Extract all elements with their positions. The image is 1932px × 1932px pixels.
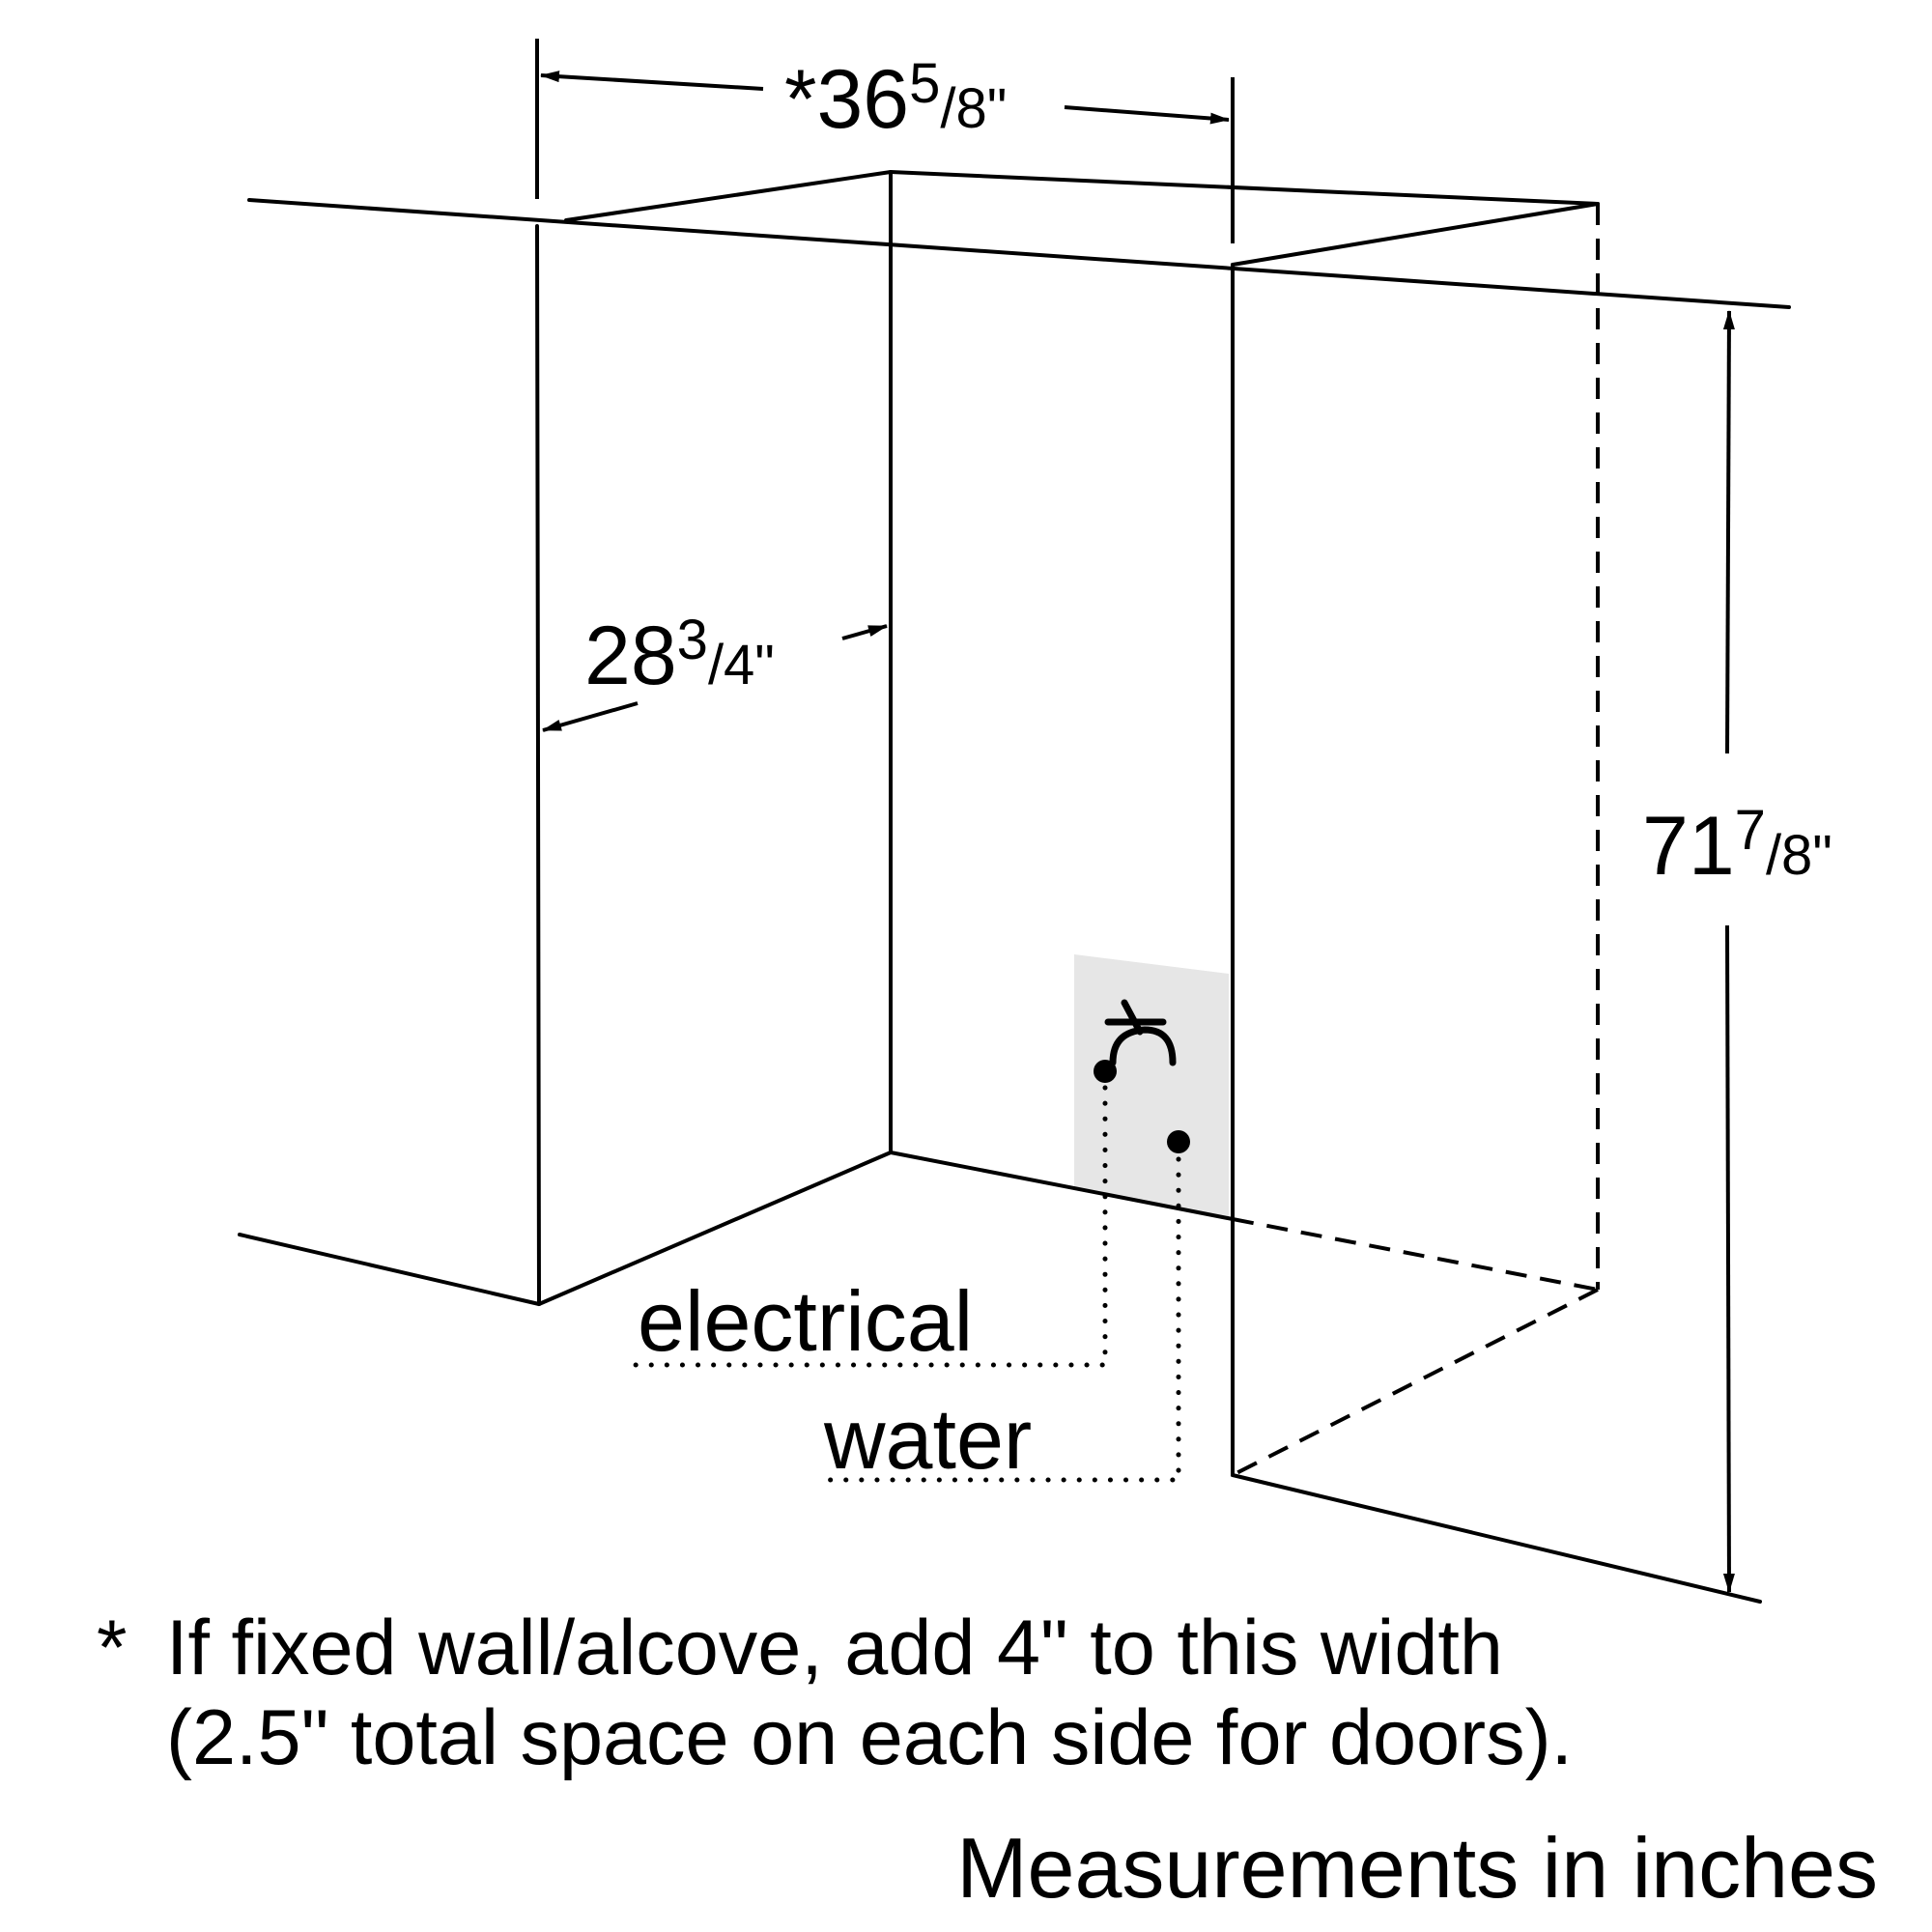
utility-leaders [620, 1085, 1181, 1483]
height-arrow-bottom [1722, 924, 1735, 1593]
bottom-right-floor [1231, 1473, 1762, 1604]
width-dimension [535, 39, 1235, 243]
depth-dimension-label: 283/4" [584, 609, 775, 702]
utility-panel [1074, 954, 1229, 1219]
height-dimension [1722, 310, 1735, 1593]
right-top-edge [1231, 202, 1600, 267]
depth-dimension [542, 624, 888, 732]
hidden-floor-right [1232, 1288, 1599, 1477]
alcove-outline [238, 170, 1791, 1604]
footnote-line-1: If fixed wall/alcove, add 4" to this wid… [166, 1605, 1503, 1691]
electrical-leader [620, 1085, 1108, 1368]
height-arrow-top [1722, 310, 1735, 754]
footnote-marker: * [97, 1605, 128, 1691]
footnote-line-2: (2.5" total space on each side for doors… [166, 1694, 1574, 1781]
left-front-post [535, 224, 541, 1306]
units-note: Measurements in inches [956, 1820, 1878, 1916]
depth-arrow-left [542, 701, 639, 732]
electrical-outlet-icon [1094, 1060, 1117, 1083]
left-top-edge [564, 170, 893, 222]
top-wall-line [247, 198, 1791, 309]
back-floor-edge [889, 1151, 1235, 1221]
hidden-edges [1232, 204, 1600, 1477]
width-dimension-label: *365/8" [784, 52, 1007, 146]
height-dimension-label: 717/8" [1642, 799, 1833, 893]
width-arrow-right [1064, 105, 1230, 125]
left-floor-edge [238, 1233, 541, 1306]
water-leader [821, 1156, 1181, 1483]
water-label: water [823, 1391, 1032, 1487]
left-floor-diagonal [537, 1151, 893, 1306]
electrical-label: electrical [638, 1273, 973, 1369]
top-back-edge [889, 170, 1600, 206]
faucet-icon [1104, 999, 1177, 1066]
water-outlet-icon [1167, 1130, 1190, 1153]
hidden-floor-back [1232, 1217, 1599, 1292]
width-arrow-left [540, 71, 764, 91]
depth-arrow-right [841, 624, 888, 640]
